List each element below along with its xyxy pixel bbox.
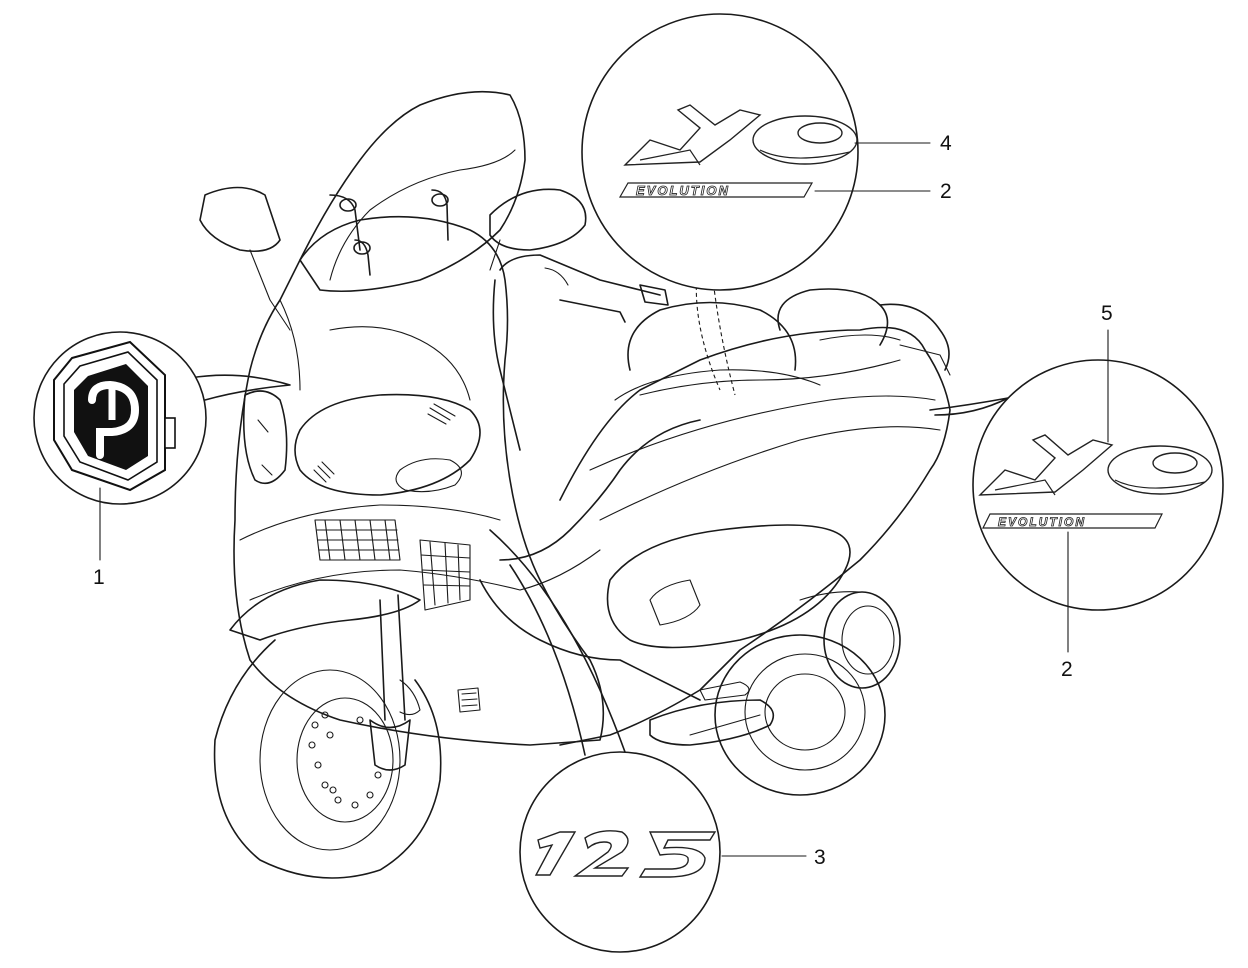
evolution-banner-top: EVOLUTION [618,182,814,198]
evolution-banner-right: EVOLUTION [982,513,1163,529]
callout-leaders [189,264,1009,756]
piaggio-emblem-icon [53,340,176,492]
callout-bubble-top: EVOLUTION 4 2 [581,13,952,291]
x9-logo-icon [623,104,858,166]
seat [614,288,901,401]
right-mirror [489,188,587,251]
front-fender [229,579,421,641]
windshield [299,90,526,293]
evolution-text-top: EVOLUTION [636,183,730,198]
callout-bubble-right: EVOLUTION 5 2 [972,302,1224,681]
rear-wheel [714,634,886,796]
callout-bubble-1: 1 [33,331,207,589]
left-mirror [199,186,281,253]
radiator-grille [314,519,471,611]
callout-number-2-top: 2 [940,180,952,203]
callout-number-2-right: 2 [1061,658,1073,681]
handlebar [499,254,661,296]
side-panel [606,524,851,649]
callout-number-3: 3 [814,846,826,869]
headlight [294,393,481,496]
displacement-125-icon [534,830,717,878]
scooter-drawing [199,90,951,879]
callout-number-5: 5 [1101,302,1113,325]
rear-body [559,326,951,746]
callout-number-4: 4 [940,132,952,155]
front-fairing [233,215,605,746]
muffler [799,591,901,689]
callout-number-1: 1 [93,566,105,589]
evolution-text-right: EVOLUTION [998,515,1086,529]
callout-bubble-bottom: 3 [519,751,826,953]
front-wheel [213,639,442,879]
x9-logo-icon-right [978,434,1213,496]
